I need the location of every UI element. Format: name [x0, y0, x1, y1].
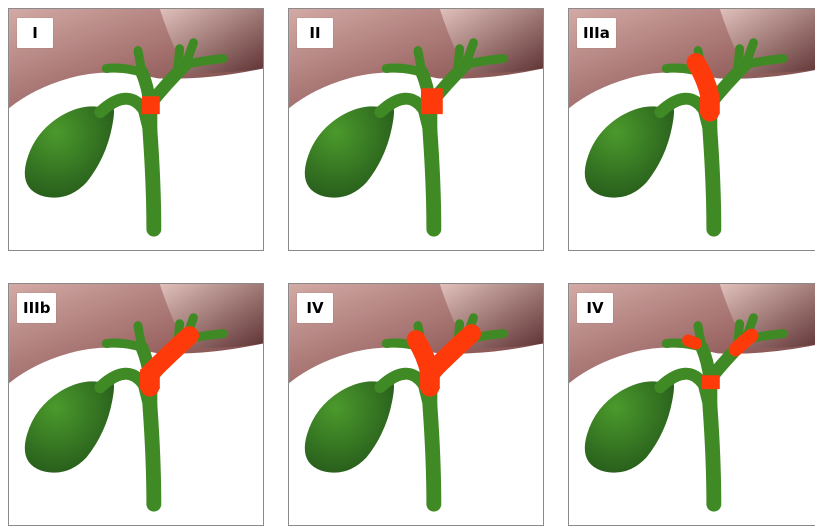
panel-type-iiia: IIIa — [568, 8, 815, 251]
stricture-segment — [420, 371, 440, 389]
stricture-segment — [702, 375, 720, 389]
duct-cbd — [150, 130, 154, 229]
panel-label: IV — [577, 293, 613, 323]
duct-cbd — [710, 130, 714, 229]
duct-cbd — [430, 405, 434, 504]
panel-type-iv-multifocal: IV — [568, 283, 815, 526]
panel-type-ii: II — [288, 8, 544, 251]
gallbladder-shape — [305, 380, 394, 473]
stricture-segment — [700, 96, 720, 114]
gallbladder-shape — [25, 105, 114, 198]
stricture-group — [142, 96, 160, 114]
gallbladder-shape — [585, 380, 674, 473]
panel-label: IIIa — [577, 18, 616, 48]
panel-label: IV — [297, 293, 333, 323]
panel-label: IIIb — [17, 293, 56, 323]
stricture-segment — [688, 341, 696, 344]
panel-type-iv: IV — [288, 283, 544, 526]
stricture-segment — [140, 369, 160, 389]
panel-label: II — [297, 18, 333, 48]
panel-label: I — [17, 18, 53, 48]
panel-type-iiib: IIIb — [8, 283, 264, 526]
stricture-group — [421, 88, 443, 114]
panel-type-i: I — [8, 8, 264, 251]
gallbladder-shape — [25, 380, 114, 473]
gallbladder-shape — [305, 105, 394, 198]
duct-cbd — [430, 130, 434, 229]
stricture-segment — [421, 88, 443, 114]
gallbladder-shape — [585, 105, 674, 198]
stricture-segment — [142, 96, 160, 114]
duct-cbd — [710, 405, 714, 504]
duct-cbd — [150, 405, 154, 504]
